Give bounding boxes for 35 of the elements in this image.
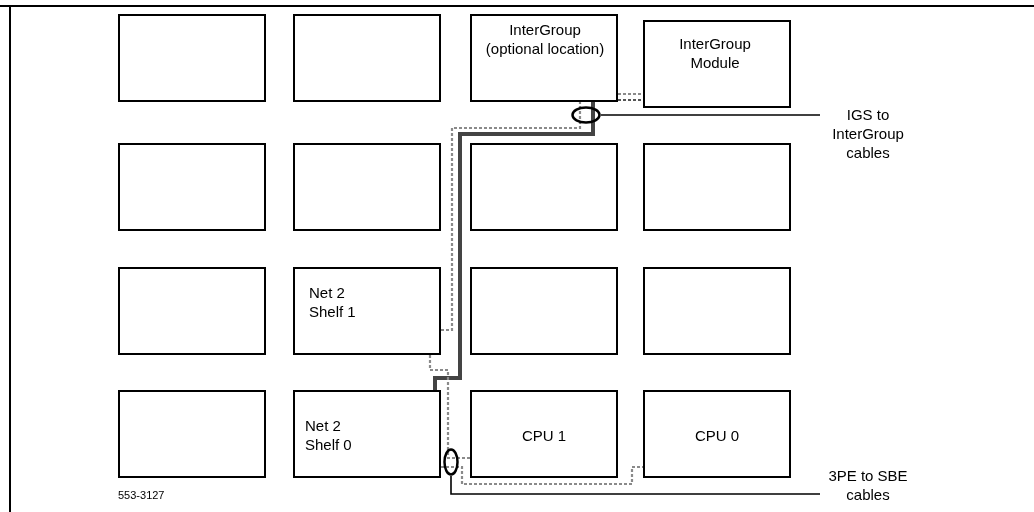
cabinet-box (293, 14, 441, 102)
cable-line (441, 465, 643, 486)
figure-number: 553-3127 (118, 488, 165, 502)
cabinet-label: CPU 1 (520, 426, 568, 445)
cabinet-label: Net 2 Shelf 0 (305, 416, 353, 454)
cabinet-box (643, 390, 791, 478)
cabinet-label: Net 2 Shelf 1 (309, 283, 357, 321)
cabinet-box (293, 390, 441, 478)
cabinet-box (643, 20, 791, 108)
cabinet-box (470, 267, 618, 355)
cabinet-box (643, 143, 791, 231)
cabinet-box (293, 143, 441, 231)
callout-text: IGS to InterGroup cables (820, 105, 916, 162)
cabinet-label: CPU 0 (693, 426, 741, 445)
cable-bundle-ellipse (571, 106, 601, 124)
leader-line (450, 475, 821, 495)
cabinet-box (118, 14, 266, 102)
cabinet-box (470, 14, 618, 102)
cabinet-label: InterGroup (optional location) (484, 20, 606, 58)
cabinet-box (118, 390, 266, 478)
callout-text: 3PE to SBE cables (820, 466, 916, 504)
cabinet-box (293, 267, 441, 355)
cable-line (618, 92, 643, 96)
cable-line (441, 102, 582, 332)
cabinet-box (470, 143, 618, 231)
cable-line (618, 98, 643, 102)
cabinet-box (470, 390, 618, 478)
leader-line (600, 114, 821, 116)
cabinet-label: InterGroup Module (678, 34, 752, 72)
cable-line (433, 102, 595, 390)
cabinet-box (118, 143, 266, 231)
cabinet-box (643, 267, 791, 355)
cable-bundle-ellipse (443, 448, 459, 476)
cabinet-box (118, 267, 266, 355)
cable-line (428, 355, 470, 460)
